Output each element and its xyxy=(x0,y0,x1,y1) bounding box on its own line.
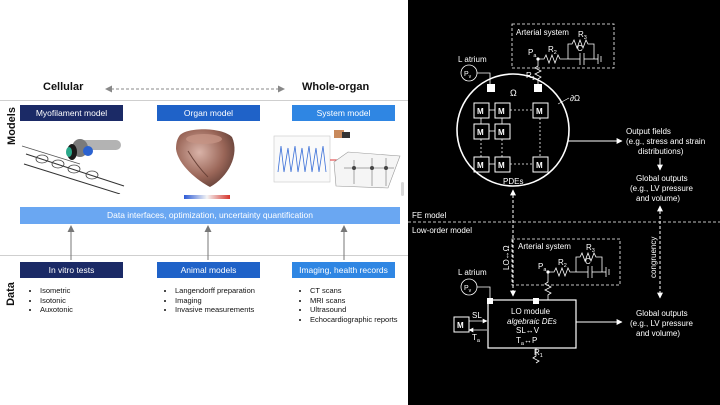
output-fields-line2: (e.g., stress and strain xyxy=(626,137,705,146)
data-header-imaging: Imaging, health records xyxy=(292,262,395,278)
svg-text:Pv: Pv xyxy=(464,71,472,80)
list-item: Imaging xyxy=(175,296,267,306)
svg-text:M: M xyxy=(498,128,505,137)
lo-ta-p-label: Ta↔P xyxy=(516,336,537,347)
lo-r3-label: R3 xyxy=(586,243,595,254)
lo-c-label: C xyxy=(585,257,591,266)
model-header-organ: Organ model xyxy=(157,105,260,121)
list-item: Echocardiographic reports xyxy=(310,315,408,325)
fe-boundary-label: ∂Ω xyxy=(570,94,580,103)
fe-c-label: C xyxy=(577,44,583,53)
row-label-data: Data xyxy=(5,282,17,306)
left-panel: Cellular Whole-organ Models Data Myofila… xyxy=(0,0,408,405)
fe-m-grid: M M M M M M M M xyxy=(473,102,549,173)
list-item: CT scans xyxy=(310,286,408,296)
divider-middle xyxy=(0,255,408,256)
list-item: Isotonic xyxy=(40,296,130,306)
lo-m-box xyxy=(453,316,470,333)
fe-global-outputs-title: Global outputs xyxy=(636,174,688,183)
svg-text:M: M xyxy=(477,161,484,170)
list-item: Ultrasound xyxy=(310,305,408,315)
scale-label-whole-organ: Whole-organ xyxy=(302,81,370,93)
svg-text:M: M xyxy=(457,321,464,330)
scale-arrow xyxy=(105,85,285,93)
fe-global-outputs-line2: (e.g., LV pressure xyxy=(630,184,694,193)
data-header-animal: Animal models xyxy=(157,262,260,278)
fe-r1-resistor xyxy=(534,59,542,85)
myofilament-illustration xyxy=(21,139,125,194)
list-item: Langendorff preparation xyxy=(175,286,267,296)
scale-label-cellular: Cellular xyxy=(43,81,84,93)
lo-l-atrium-label: L atrium xyxy=(458,268,487,277)
svg-text:Pv: Pv xyxy=(464,285,472,294)
model-header-system: System model xyxy=(292,105,395,121)
output-fields-title: Output fields xyxy=(626,127,671,136)
lo-sl-v-label: SL↔V xyxy=(516,326,540,335)
svg-text:M: M xyxy=(498,107,505,116)
lo-module-subtitle: algebraic DEs xyxy=(507,317,557,326)
list-item: Isometric xyxy=(40,286,130,296)
fe-r3-label: R3 xyxy=(578,30,587,41)
fe-global-outputs-line3: and volume) xyxy=(636,194,680,203)
lo-r1-label: R1 xyxy=(534,348,543,359)
svg-text:M: M xyxy=(498,161,505,170)
imaging-list: CT scans MRI scans Ultrasound Echocardio… xyxy=(300,286,408,324)
fe-r1-label: R1 xyxy=(526,71,535,82)
data-header-in-vitro: In vitro tests xyxy=(20,262,123,278)
lo-module-box xyxy=(487,299,577,349)
sl-label: SL xyxy=(472,311,482,320)
heart-mesh-illustration xyxy=(176,129,235,199)
fe-outlet-port xyxy=(534,84,542,92)
list-item: Auxotonic xyxy=(40,305,130,315)
lo-arterial-system: Arterial system Pa R2 C R3 xyxy=(511,238,621,286)
ta-label: Ta xyxy=(472,333,481,344)
list-item: Invasive measurements xyxy=(175,305,267,315)
fe-model-label: FE model xyxy=(412,211,446,220)
fe-lo-coupling-diagram: Arterial system Pa R2 C R3 R1 L atrium P… xyxy=(408,23,720,364)
fe-pa-label: Pa xyxy=(528,48,537,59)
animal-models-list: Langendorff preparation Imaging Invasive… xyxy=(165,286,267,315)
lo-pa-label: Pa xyxy=(538,262,547,273)
fe-r2-label: R2 xyxy=(548,45,557,56)
row-label-models: Models xyxy=(6,107,18,145)
fe-omega-label: Ω xyxy=(510,88,517,98)
fe-l-atrium-label: L atrium xyxy=(458,55,487,64)
lo-atrium-connector xyxy=(477,286,491,300)
in-vitro-list: Isometric Isotonic Auxotonic xyxy=(30,286,130,315)
output-fields-line3: distributions) xyxy=(638,147,684,156)
lo-arterial-label: Arterial system xyxy=(518,242,571,251)
svg-text:M: M xyxy=(536,107,543,116)
data-interfaces-band: Data interfaces, optimization, uncertain… xyxy=(20,207,400,224)
model-header-myofilament: Myofilament model xyxy=(20,105,123,121)
fe-arterial-system: Arterial system Pa R2 C R3 xyxy=(511,23,615,69)
svg-text:M: M xyxy=(477,128,484,137)
svg-text:M: M xyxy=(536,161,543,170)
fe-arterial-label: Arterial system xyxy=(516,28,569,37)
right-panel: Arterial system Pa R2 C R3 R1 L atrium P… xyxy=(408,0,720,405)
lo-global-outputs-line2: (e.g., LV pressure xyxy=(630,319,694,328)
svg-text:M: M xyxy=(477,107,484,116)
lo-module-title: LO module xyxy=(511,307,551,316)
divider-top xyxy=(0,100,408,101)
system-model-illustration xyxy=(273,130,401,189)
fe-pdes-label: PDEs xyxy=(503,177,523,186)
low-order-model-label: Low-order model xyxy=(412,226,472,235)
data-to-band-arrows xyxy=(67,225,348,260)
scrollbar-indicator xyxy=(401,182,404,196)
list-item: MRI scans xyxy=(310,296,408,306)
fe-omega-domain xyxy=(456,73,570,187)
lo-r1-resistor xyxy=(544,272,552,300)
congruency-label: congruency xyxy=(649,237,658,278)
lo-global-outputs-title: Global outputs xyxy=(636,309,688,318)
lo-r2-label: R2 xyxy=(558,258,567,269)
fe-inlet-port xyxy=(487,84,495,92)
lo-global-outputs-line3: and volume) xyxy=(636,329,680,338)
lo-omega-label: LO↔Ω xyxy=(502,245,511,270)
